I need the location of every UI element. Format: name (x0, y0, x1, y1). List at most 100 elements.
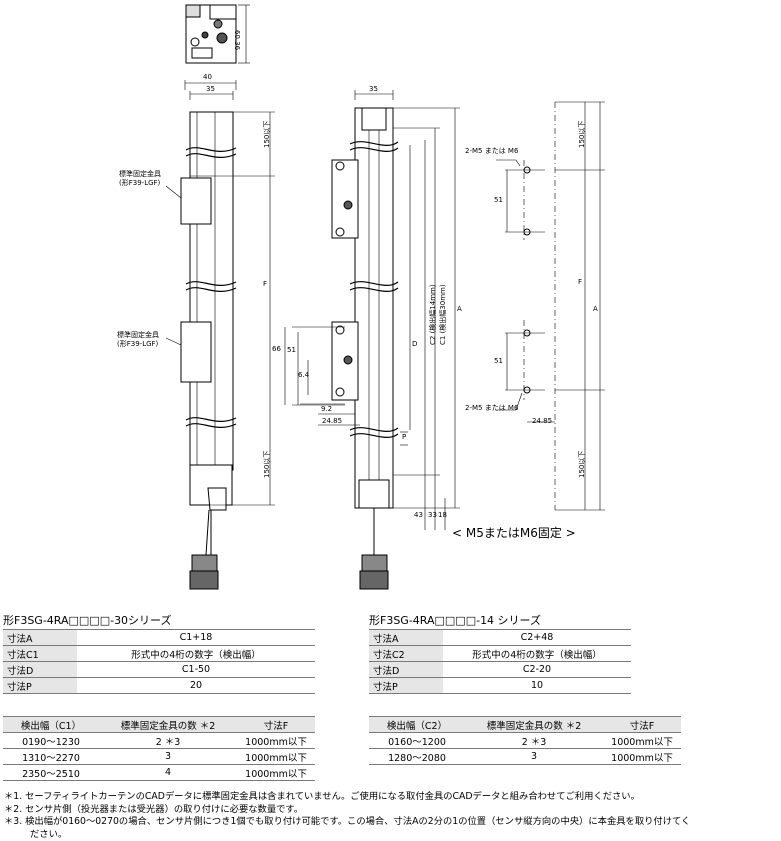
dim-value: 20 (77, 677, 315, 694)
dim-top-height: 60.36 (233, 30, 241, 51)
bracket-label-top-line2: (形F39-LGF) (119, 179, 161, 187)
table-cell: 0190～1230 (3, 732, 99, 749)
dim-150-top-left: 150以下 (263, 120, 271, 148)
footnote-3: ＊3. 検出幅が0160～0270の場合、センサ片側につき1個でも取り付け可能で… (4, 816, 691, 827)
dim-150-right-top: 150以下 (578, 120, 586, 148)
footnotes: ＊1. セーフティライトカーテンのCADデータに標準固定金具は含まれていません。… (4, 791, 690, 841)
table-cell: 1310～2270 (3, 748, 99, 765)
column-header: 寸法F (237, 716, 315, 733)
column-header: 寸法F (603, 716, 681, 733)
dim-value: 形式中の4桁の数字（検出幅） (77, 645, 315, 662)
dim-51-center: 51 (287, 346, 296, 354)
table-cell: 1000mm以下 (603, 748, 681, 765)
dim-33: 33 (428, 511, 437, 519)
bracket-label-bottom-line1: 標準固定金具 (117, 331, 159, 339)
column-header: 標準固定金具の数 ＊2 (99, 716, 237, 733)
dim-9-2: 9.2 (321, 405, 333, 413)
dim-value: C1-50 (77, 661, 315, 678)
dim-key: 寸法C1 (3, 645, 77, 662)
dim-24-85-right: 24.85 (532, 417, 553, 425)
hole-label-bottom: 2-M5 または M6 (465, 404, 519, 412)
mount-caption: < M5またはM6固定 > (452, 526, 576, 540)
table-cell: 2 ＊3 (99, 732, 237, 749)
side-view (165, 80, 275, 590)
dim-value: C2+48 (443, 629, 631, 646)
dim-a-center: A (457, 305, 462, 313)
dim-value: C1+18 (77, 629, 315, 646)
dim-150-right-bottom: 150以下 (578, 450, 586, 478)
footnote-2: ＊2. センサ片側（投光器または受光器）の取り付けに必要な数量です。 (4, 803, 304, 815)
dim-key: 寸法P (3, 677, 77, 694)
dim-c2: C2 (検出幅14mm) (429, 284, 437, 345)
dim-key: 寸法D (3, 661, 77, 678)
dim-18: 18 (438, 511, 447, 519)
dim-43: 43 (414, 511, 423, 519)
table-cell: 2350～2510 (3, 764, 99, 781)
dim-value: 形式中の4桁の数字（検出幅） (443, 645, 631, 662)
dim-51-right-top: 51 (494, 196, 503, 204)
dim-f-right: F (578, 278, 583, 286)
table-cell: 3 (99, 748, 237, 765)
table-cell: 1000mm以下 (237, 764, 315, 781)
table-header-row: 検出幅（C2） 標準固定金具の数 ＊2 寸法F (369, 716, 681, 733)
dim-key: 寸法C2 (369, 645, 443, 662)
right-series-title: 形F3SG-4RA□□□□-14 シリーズ (369, 614, 542, 627)
dim-c1: C1 (検出幅30mm) (439, 284, 447, 345)
left-series-title: 形F3SG-4RA□□□□-30シリーズ (3, 614, 172, 627)
dim-150-bottom-left: 150以下 (263, 450, 271, 478)
mounting-view (496, 101, 605, 511)
table-cell: 1000mm以下 (237, 748, 315, 765)
column-header: 検出幅（C2） (369, 716, 465, 733)
dim-key: 寸法A (3, 629, 77, 646)
dim-width-35-left: 35 (206, 85, 215, 93)
dim-d: D (412, 340, 418, 348)
dim-value: C2-20 (443, 661, 631, 678)
dim-f-left: F (263, 280, 268, 288)
dim-key: 寸法P (369, 677, 443, 694)
table-cell: 2 ＊3 (465, 732, 603, 749)
table-header-row: 検出幅（C1） 標準固定金具の数 ＊2 寸法F (3, 716, 315, 733)
dim-width-40: 40 (203, 73, 212, 81)
dim-66: 66 (272, 345, 281, 353)
front-view (284, 90, 460, 590)
column-header: 検出幅（C1） (3, 716, 99, 733)
footnote-3-continuation: ださい。 (30, 828, 68, 840)
dim-51-right-bottom: 51 (494, 357, 503, 365)
dim-width-35-center: 35 (369, 85, 378, 93)
dim-24-85-center: 24.85 (322, 417, 343, 425)
dim-key: 寸法A (369, 629, 443, 646)
hole-label-top: 2-M5 または M6 (465, 147, 519, 155)
table-cell: 1000mm以下 (603, 732, 681, 749)
bracket-label-top-line1: 標準固定金具 (119, 170, 161, 178)
table-cell: 1000mm以下 (237, 732, 315, 749)
dim-key: 寸法D (369, 661, 443, 678)
technical-drawing (165, 4, 605, 590)
dim-a-right: A (593, 305, 598, 313)
table-cell: 3 (465, 748, 603, 765)
top-view (185, 4, 250, 64)
column-header: 標準固定金具の数 ＊2 (465, 716, 603, 733)
bracket-label-bottom-line2: (形F39-LGF) (117, 340, 159, 348)
footnote-1: ＊1. セーフティライトカーテンのCADデータに標準固定金具は含まれていません。… (4, 791, 640, 802)
dim-6-4: 6.4 (298, 371, 310, 379)
table-cell: 0160～1200 (369, 732, 465, 749)
dim-p: P (402, 433, 407, 441)
table-cell: 4 (99, 764, 237, 781)
